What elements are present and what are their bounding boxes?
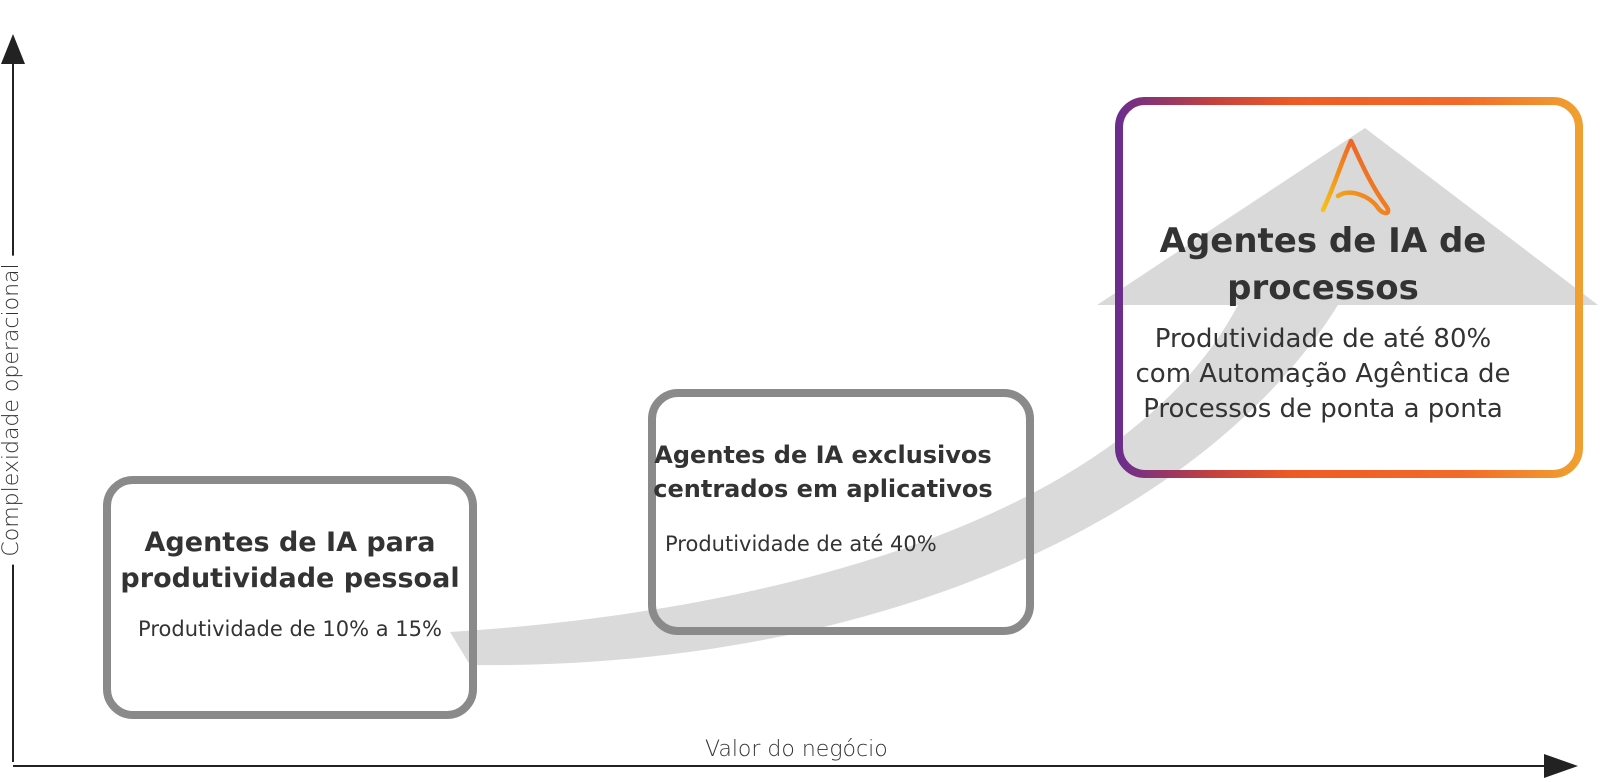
progression-arrow (450, 128, 1598, 666)
x-axis-label: Valor do negócio (698, 739, 895, 761)
automation-a-logo-icon (1320, 138, 1391, 216)
stage-description: Produtividade de até 80% com Automação A… (1135, 324, 1511, 424)
stage-title: Agentes de IA exclusivos centrados em ap… (653, 441, 993, 503)
y-axis-arrowhead (1, 34, 25, 64)
y-axis-label: Complexidade operacional (0, 255, 24, 565)
stage-personal-productivity: Agentes de IA para produtividade pessoal… (112, 525, 468, 643)
stage-description: Produtividade de até 40% (665, 532, 937, 556)
x-axis-arrowhead (1544, 754, 1578, 778)
stage-description: Produtividade de 10% a 15% (138, 617, 442, 641)
progression-arrow-band (450, 305, 1338, 666)
stage-box-personal (103, 476, 477, 719)
stage-title: Agentes de IA para produtividade pessoal (120, 527, 460, 594)
stage-box-process-highlight (1115, 97, 1583, 478)
stage-app-centric-agents: Agentes de IA exclusivos centrados em ap… (645, 438, 1001, 558)
progression-arrow-head (1097, 128, 1598, 305)
stage-box-apps (648, 389, 1034, 635)
stage-process-agents: Agentes de IA de processos Produtividade… (1102, 218, 1544, 427)
stage-title: Agentes de IA de processos (1159, 221, 1487, 308)
